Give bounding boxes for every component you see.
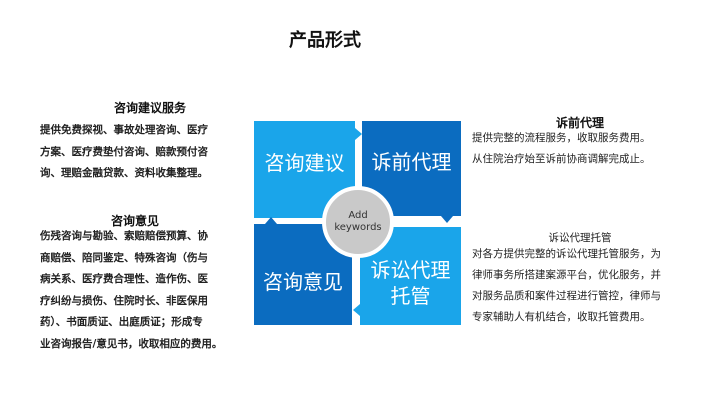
arrow-down-icon	[441, 216, 453, 223]
text-line: 律师事务所搭建案源平台，优化服务，并	[472, 269, 661, 281]
litigation-text: 对各方提供完整的诉讼代理托管服务，为 律师事务所搭建案源平台，优化服务，并 对服…	[472, 244, 707, 328]
text-line: 商赔偿、陪同鉴定、特殊咨询（伤与	[40, 251, 208, 264]
consult-service-heading: 咨询建议服务	[113, 101, 186, 115]
arrow-right-icon	[355, 128, 362, 140]
consult-service-text: 提供免费探视、事故处理咨询、医疗 方案、医疗费垫付咨询、赔款预付咨 询、理赔金融…	[40, 120, 255, 185]
quadrant-label: 咨询建议	[264, 150, 345, 175]
center-label: keywords	[334, 222, 382, 233]
text-line: 对各方提供完整的诉讼代理托管服务，为	[472, 248, 661, 260]
quadrant-label: 托管	[390, 284, 431, 308]
arrow-left-icon	[353, 304, 360, 316]
text-line: 提供免费探视、事故处理咨询、医疗	[40, 124, 208, 136]
consult-opinion-heading: 咨询意见	[110, 214, 159, 228]
text-line: 药）、书面质证、出庭质证；形成专	[40, 316, 203, 328]
text-line: 疗纠纷与损伤、住院时长、非医保用	[40, 294, 208, 307]
pre-litigation-text: 提供完整的流程服务，收取服务费用。 从住院治疗始至诉前协商调解完成止。	[472, 128, 702, 170]
text-line: 询、理赔金融贷款、资料收集整理。	[40, 167, 208, 179]
quadrant-label: 诉前代理	[371, 149, 452, 174]
pre-litigation-heading: 诉前代理	[555, 116, 604, 130]
text-line: 伤残咨询与勘验、索赔赔偿预算、协	[40, 230, 208, 242]
litigation-heading: 诉讼代理托管	[548, 232, 612, 244]
text-line: 从住院治疗始至诉前协商调解完成止。	[472, 153, 651, 165]
text-line: 对服务品质和案件过程进行管控，律师与	[472, 290, 661, 302]
page-title: 产品形式	[289, 30, 361, 51]
consult-opinion-text: 伤残咨询与勘验、索赔赔偿预算、协 商赔偿、陪同鉴定、特殊咨询（伤与 病关系、医疗…	[40, 226, 260, 355]
text-line: 病关系、医疗费合理性、造作伤、医	[40, 273, 208, 285]
arrow-up-icon	[265, 217, 277, 224]
text-line: 方案、医疗费垫付咨询、赔款预付咨	[40, 145, 208, 158]
quadrant-label: 咨询意见	[263, 269, 343, 294]
text-line: 业咨询报告/意见书，收取相应的费用。	[40, 337, 223, 350]
center-keywords-circle: Add keywords	[322, 186, 394, 258]
text-line: 提供完整的流程服务，收取服务费用。	[472, 132, 651, 144]
center-label: Add	[348, 210, 368, 221]
text-line: 专家辅助人有机结合，收取托管费用。	[472, 311, 651, 323]
quadrant-label: 诉讼代理	[370, 258, 451, 282]
